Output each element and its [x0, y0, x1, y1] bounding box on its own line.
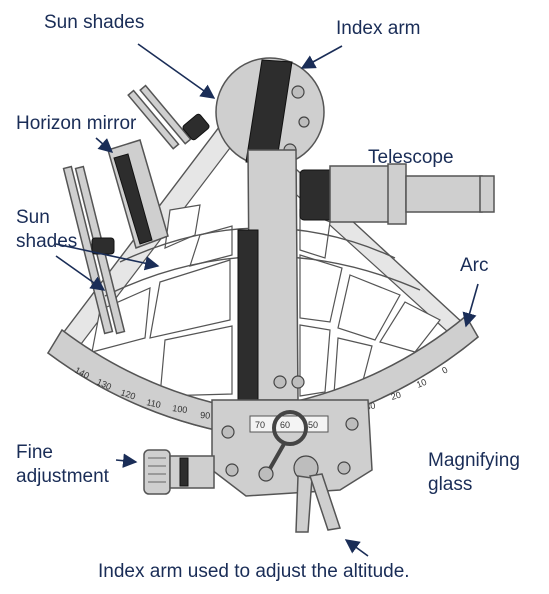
arrow-sun-shades-left-b: [55, 255, 106, 291]
vernier-scale: 70 60 50: [249, 415, 329, 433]
arc-tick-label: 100: [172, 403, 188, 415]
label-sun-shades-top: Sun shades: [44, 12, 144, 33]
label-horizon-mirror: Horizon mirror: [16, 113, 137, 134]
label-fine-adjustment-2: adjustment: [16, 466, 110, 487]
magnifying-glass: [258, 410, 308, 482]
arc-tick-label: 20: [390, 390, 402, 402]
pointer-arrows: [55, 43, 479, 557]
telescope: [299, 163, 495, 225]
label-sun-shades-left-1: Sun: [16, 207, 50, 228]
vernier-tick-label: 70: [255, 420, 265, 430]
arrow-horizon-mirror: [95, 137, 114, 153]
index-mirror: [215, 57, 325, 167]
arc-tick-label: 30: [365, 400, 377, 412]
label-magnifying-glass-2: glass: [428, 474, 472, 495]
arrow-clamp: [344, 539, 369, 557]
arrow-index-arm: [300, 45, 343, 69]
vernier-tick-label: 50: [308, 420, 318, 430]
arc-tick-label: 0: [440, 365, 449, 376]
arc-tick-label: 90: [200, 410, 211, 421]
clamp-lever: [293, 455, 341, 533]
fine-adjustment-knob: [143, 449, 215, 495]
arrow-sun-shades-top: [137, 43, 216, 99]
sun-shades-top: [127, 84, 210, 150]
arrow-sun-shades-left-a: [55, 243, 160, 271]
horizon-mirror: [107, 139, 169, 249]
label-telescope: Telescope: [368, 147, 454, 168]
label-magnifying-glass-1: Magnifying: [428, 450, 520, 471]
arrow-arc: [462, 283, 479, 328]
label-arc: Arc: [460, 255, 489, 276]
arrow-fine-adjustment: [115, 453, 138, 468]
arc-tick-label: 10: [415, 377, 428, 390]
label-sun-shades-left-2: shades: [16, 231, 77, 252]
caption: Index arm used to adjust the altitude.: [98, 561, 410, 582]
vernier-tick-label: 60: [280, 420, 290, 430]
label-fine-adjustment-1: Fine: [16, 442, 53, 463]
arc-tick-label: 120: [119, 387, 136, 401]
label-index-arm: Index arm: [336, 18, 420, 39]
arc-tick-label: 110: [146, 397, 162, 410]
sun-shades-left: [62, 165, 126, 335]
